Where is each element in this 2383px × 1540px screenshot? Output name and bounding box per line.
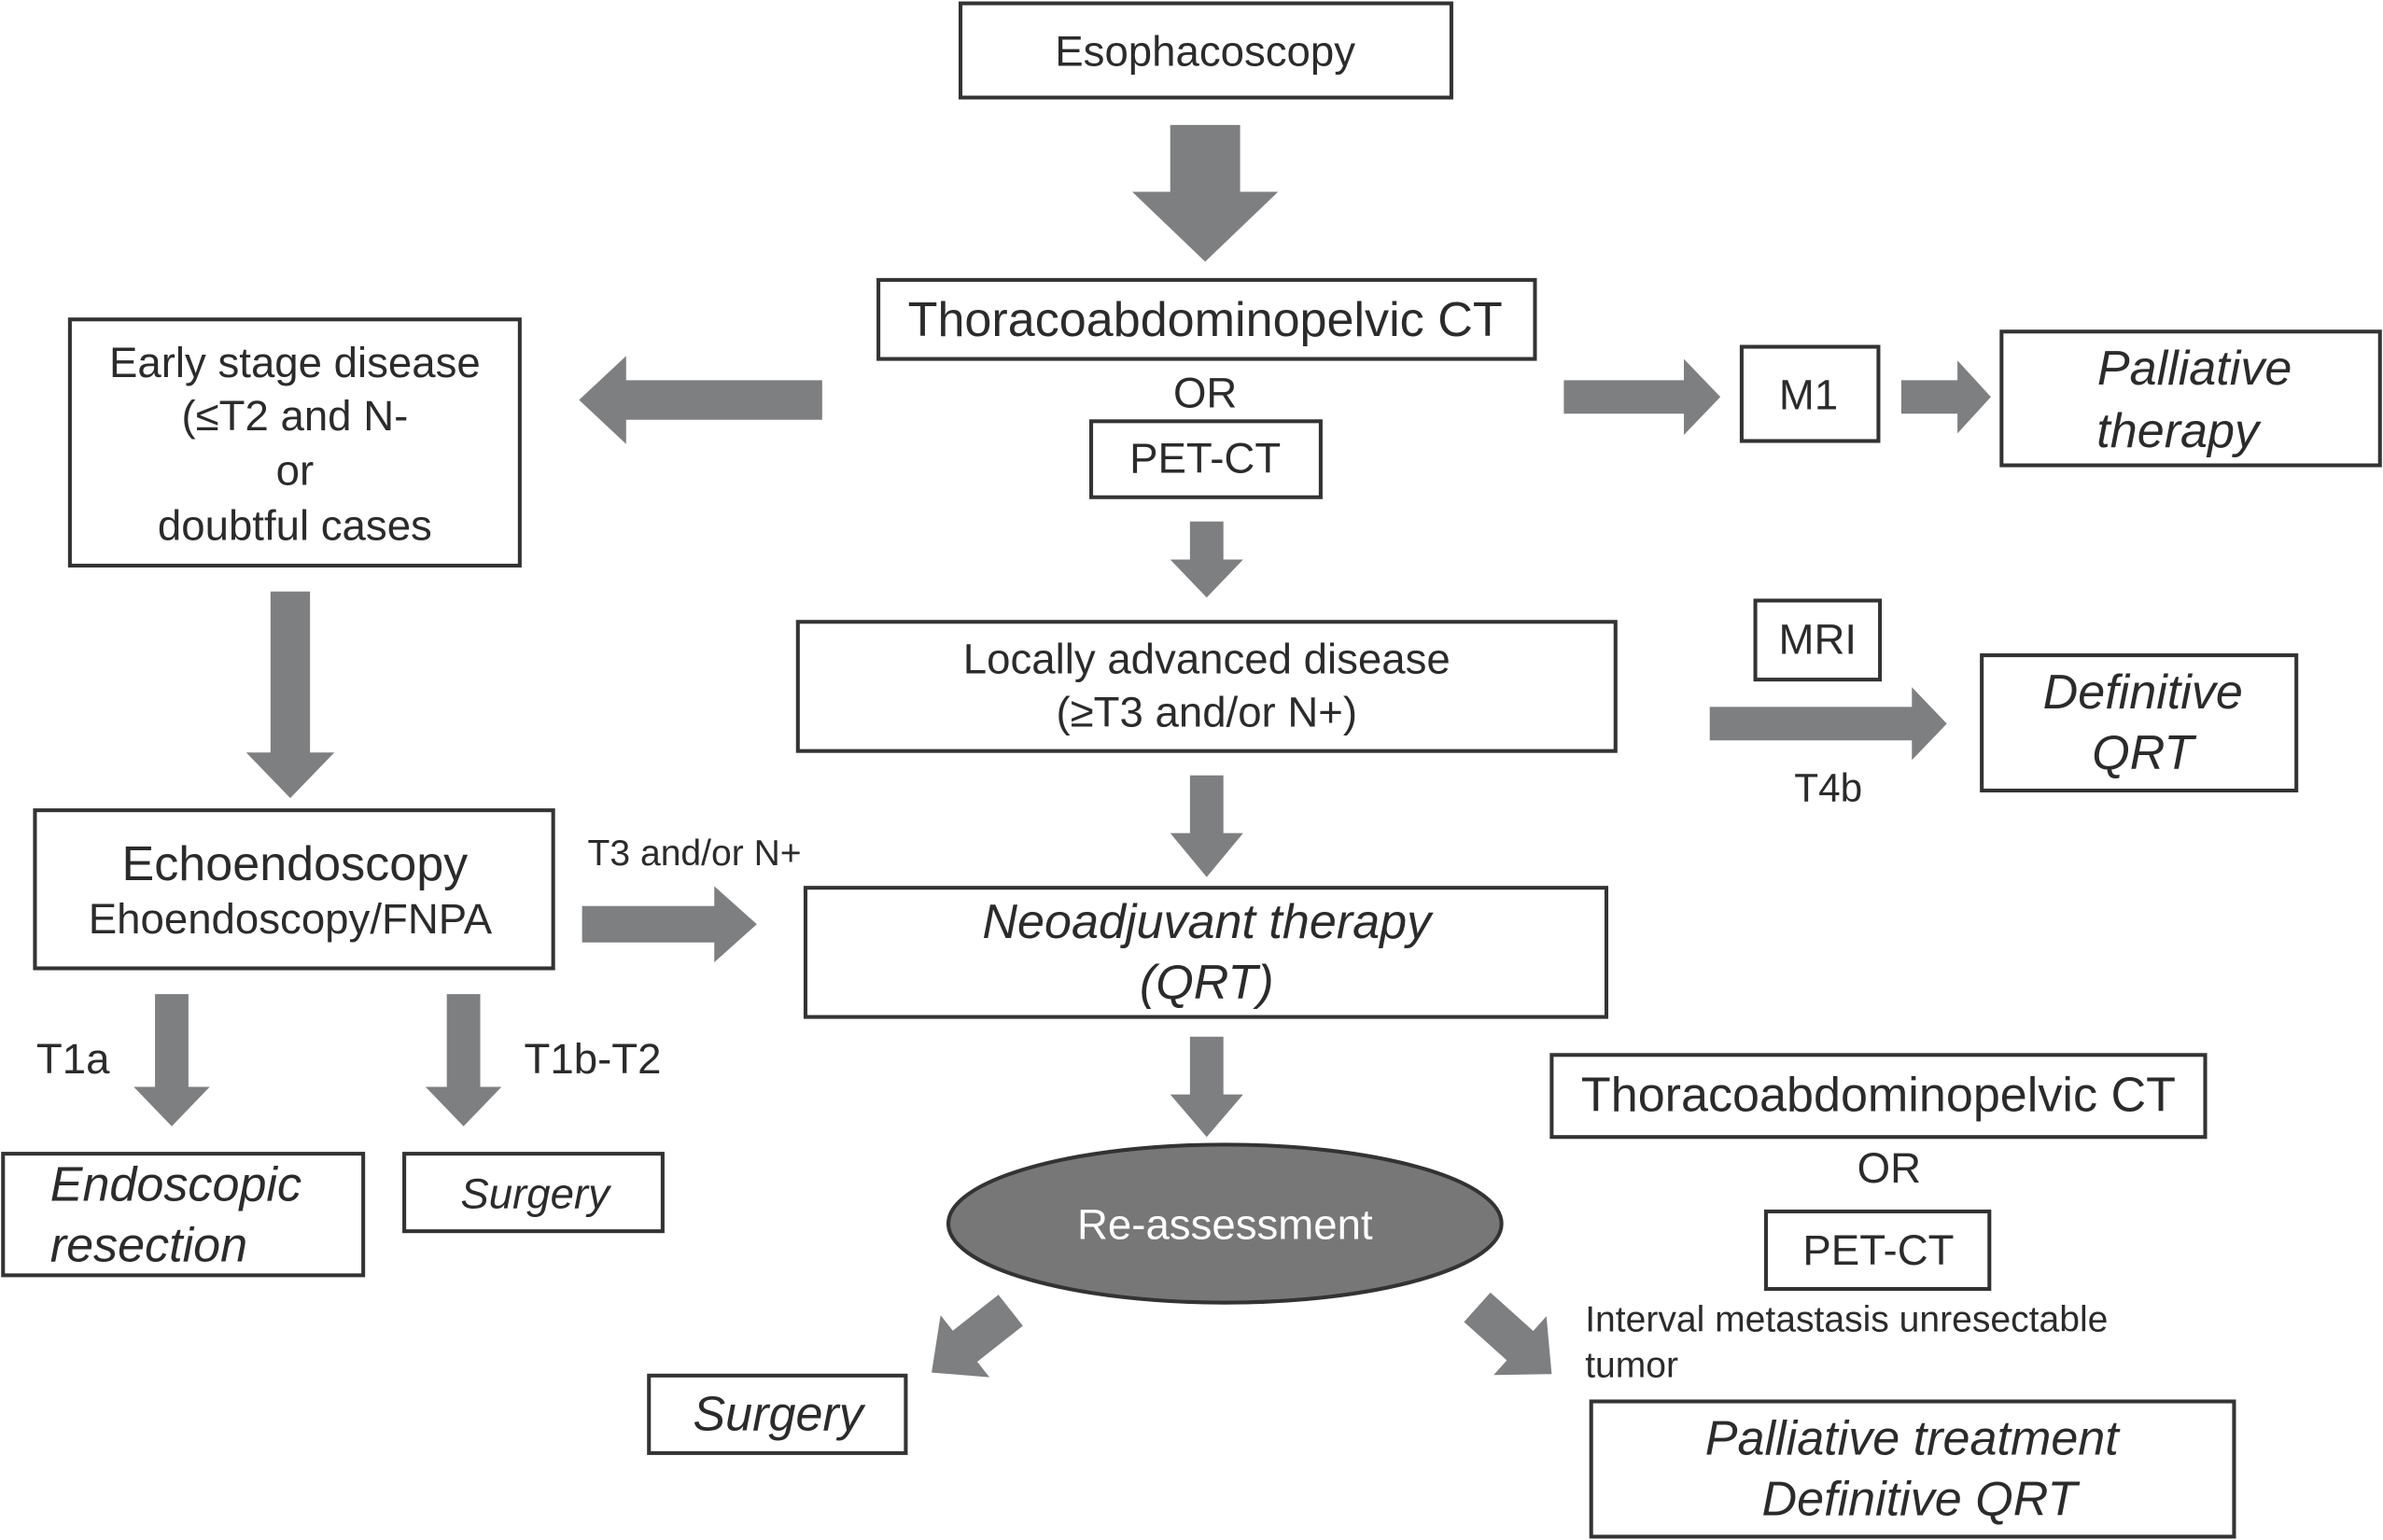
node-label: MRI xyxy=(1779,615,1857,663)
node-petct-bottom: PET-CT xyxy=(1763,1209,1992,1292)
arrow-locally-advanced-to-neoadjuvant-icon xyxy=(1170,775,1243,877)
node-label: Surgery xyxy=(693,1387,865,1441)
arrow-early-to-echoendoscopy-icon xyxy=(245,591,335,799)
node-label: Neoadjuvant therapy xyxy=(982,895,1434,949)
node-label: Palliative xyxy=(2097,342,2292,396)
node-label: M1 xyxy=(1779,371,1838,418)
node-label: PET-CT xyxy=(1802,1226,1954,1274)
node-surgery-early: Surgery xyxy=(402,1152,665,1234)
node-label: (≥T3 and/or N+) xyxy=(1056,689,1357,736)
node-label: Thoracoabdominopelvic CT xyxy=(908,293,1503,347)
node-label: therapy xyxy=(2096,404,2262,458)
t4b-label: T4b xyxy=(1794,765,1862,809)
node-m1: M1 xyxy=(1739,344,1881,443)
t1a-label: T1a xyxy=(36,1035,110,1083)
node-label: resection xyxy=(50,1219,247,1273)
node-locally-advanced: Locally advanced disease (≥T3 and/or N+) xyxy=(795,620,1618,753)
interval-label: tumor xyxy=(1585,1345,1678,1385)
node-label: Ehoendoscopy/FNPA xyxy=(89,895,493,943)
node-label: (QRT) xyxy=(1140,956,1274,1010)
node-petct-top: PET-CT xyxy=(1089,419,1323,499)
node-label: (≤T2 and N- xyxy=(181,392,408,440)
node-definitive-qrt: Definitive QRT xyxy=(1980,653,2299,793)
arrow-reassessment-to-surgery-icon xyxy=(932,1295,1023,1378)
node-label: Esophacoscopy xyxy=(1055,27,1355,75)
arrow-reassessment-to-palliative-icon xyxy=(1464,1292,1552,1376)
node-label: doubtful cases xyxy=(158,501,432,549)
node-ct-bottom: Thoracoabdominopelvic CT xyxy=(1549,1053,2208,1140)
node-label: QRT xyxy=(2092,726,2196,780)
arrow-ct-to-m1-icon xyxy=(1563,358,1721,435)
arrow-neoadjuvant-to-reassessment-icon xyxy=(1170,1036,1243,1138)
arrow-t1a-icon xyxy=(133,994,210,1127)
arrow-t4b-to-definitive-qrt-icon xyxy=(1709,687,1947,761)
node-neoadjuvant: Neoadjuvant therapy (QRT) xyxy=(803,886,1609,1019)
node-label: Endoscopic xyxy=(50,1158,301,1212)
or-label: OR xyxy=(1173,370,1237,417)
node-label: Echoendoscopy xyxy=(122,837,469,891)
node-palliative-therapy: Palliative therapy xyxy=(1999,329,2382,468)
node-label: Early stage disease xyxy=(109,339,481,386)
node-label: Locally advanced disease xyxy=(963,636,1451,683)
node-label: Definitive QRT xyxy=(1762,1473,2081,1527)
node-surgery-final: Surgery xyxy=(647,1373,908,1455)
node-label: PET-CT xyxy=(1129,435,1281,483)
arrow-petct-to-locally-advanced-icon xyxy=(1170,521,1243,598)
node-label: Thoracoabdominopelvic CT xyxy=(1581,1069,2176,1123)
or-label: OR xyxy=(1857,1144,1921,1192)
arrows xyxy=(133,124,1991,1378)
node-palliative-treatment: Palliative treatment Definitive QRT xyxy=(1589,1399,2236,1539)
node-mri: MRI xyxy=(1753,598,1883,682)
node-ct-top: Thoracoabdominopelvic CT xyxy=(876,277,1537,361)
t3-n-label: T3 and/or N+ xyxy=(588,833,802,874)
node-label: Palliative treatment xyxy=(1705,1411,2122,1465)
t1b-t2-label: T1b-T2 xyxy=(525,1035,662,1083)
node-echoendoscopy: Echoendoscopy Ehoendoscopy/FNPA xyxy=(33,808,555,971)
node-label: Definitive xyxy=(2043,665,2243,720)
arrow-t1b-t2-icon xyxy=(425,994,502,1127)
arrow-m1-to-palliative-icon xyxy=(1900,360,1991,434)
node-endoscopic-resection: Endoscopic resection xyxy=(1,1152,366,1278)
interval-label: Interval metastasis unresectable xyxy=(1585,1300,2108,1340)
node-label: Surgery xyxy=(460,1170,612,1218)
node-esophacoscopy: Esophacoscopy xyxy=(958,1,1453,100)
node-label: or xyxy=(276,447,315,495)
arrow-echo-to-neoadjuvant-icon xyxy=(582,886,757,962)
node-reassessment: Re-assessment xyxy=(946,1142,1504,1305)
node-early-stage: Early stage disease (≤T2 and N- or doubt… xyxy=(67,317,522,568)
arrow-ct-to-early-stage-icon xyxy=(579,356,822,444)
node-label: Re-assessment xyxy=(1077,1200,1373,1248)
arrow-esophacoscopy-to-ct-icon xyxy=(1132,124,1279,262)
